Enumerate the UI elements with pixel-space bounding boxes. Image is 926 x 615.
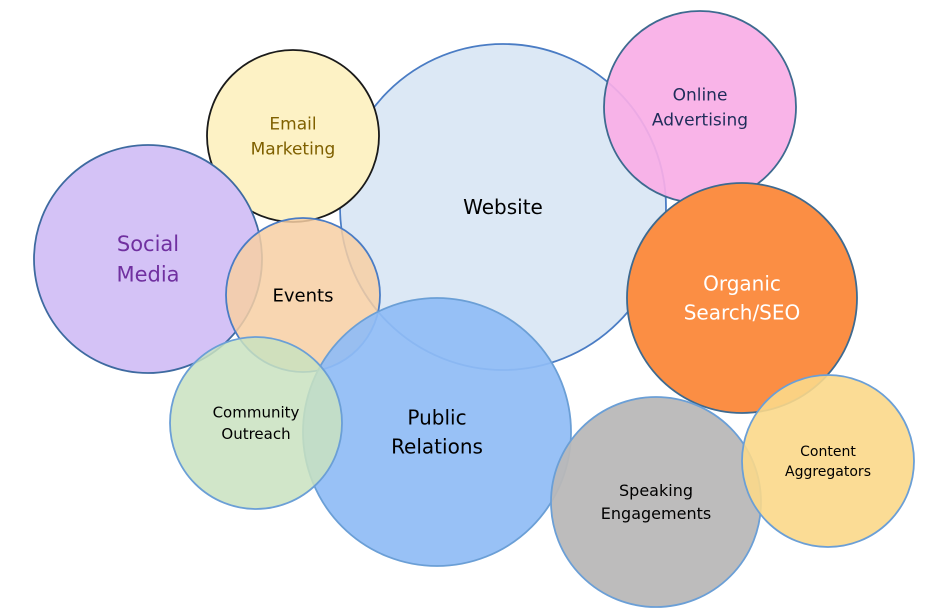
bubble-label-line: Search/SEO	[684, 301, 801, 325]
bubble-label-events: Events	[273, 285, 334, 306]
bubble-label-line: Marketing	[251, 139, 336, 159]
bubble-label-line: Aggregators	[785, 464, 871, 480]
bubble-label-line: Media	[116, 263, 179, 287]
bubble-label-website: Website	[463, 195, 543, 219]
bubble-circle-organic-search-seo	[626, 182, 858, 414]
bubble-label-line: Online	[673, 86, 728, 106]
bubble-public-relations	[302, 297, 572, 567]
bubble-online-advertising	[603, 10, 797, 204]
bubble-label-line: Outreach	[221, 425, 290, 443]
bubble-label-line: Social	[117, 232, 179, 256]
bubble-label-line: Content	[800, 444, 856, 460]
bubble-circle-content-aggregators	[741, 374, 915, 548]
bubble-content-aggregators	[741, 374, 915, 548]
bubble-label-line: Public	[407, 406, 466, 430]
bubble-circle-community-outreach	[169, 336, 343, 510]
bubble-social-media	[33, 144, 263, 374]
bubble-label-line: Website	[463, 195, 543, 219]
bubble-organic-search-seo	[626, 182, 858, 414]
bubble-label-line: Advertising	[652, 110, 748, 130]
bubble-label-line: Email	[269, 115, 316, 135]
bubble-label-line: Community	[213, 403, 300, 421]
bubble-label-line: Relations	[391, 435, 483, 459]
bubble-speaking-engagements	[550, 396, 762, 608]
bubble-label-line: Organic	[703, 272, 781, 296]
bubble-circle-public-relations	[302, 297, 572, 567]
bubble-circle-social-media	[33, 144, 263, 374]
bubble-circle-speaking-engagements	[550, 396, 762, 608]
bubble-label-line: Speaking	[619, 481, 693, 500]
bubble-community-outreach	[169, 336, 343, 510]
bubble-circle-online-advertising	[603, 10, 797, 204]
bubble-label-line: Events	[273, 285, 334, 306]
bubble-label-line: Engagements	[601, 504, 711, 523]
